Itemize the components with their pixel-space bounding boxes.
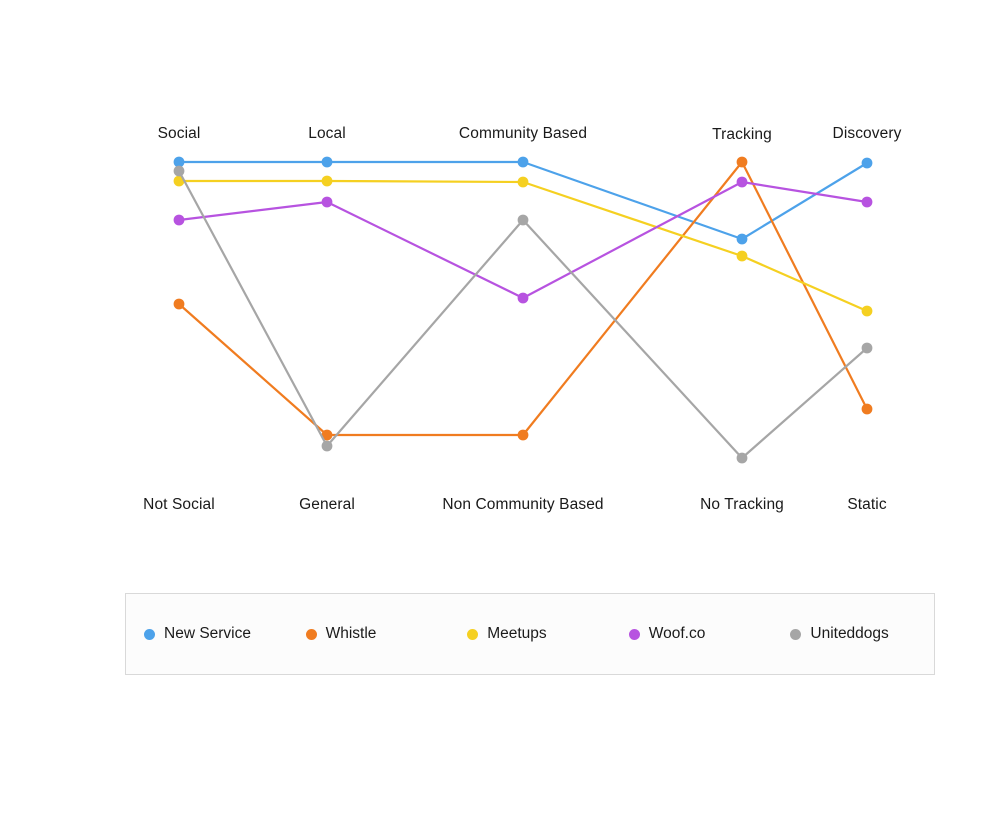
legend-item-whistle[interactable]: Whistle (288, 625, 450, 643)
data-point[interactable] (173, 298, 185, 310)
axis-bottom-label-1: Not Social (143, 496, 215, 513)
axis-bottom-label-3: Non Community Based (442, 496, 604, 513)
legend-item-woof-co[interactable]: Woof.co (611, 625, 773, 643)
series-line (177, 180, 869, 300)
legend-swatch-icon (790, 628, 802, 640)
data-point[interactable] (321, 175, 333, 187)
data-point[interactable] (861, 403, 873, 415)
chart-legend: New Service Whistle Meetups Woof.co Uniteddo… (125, 593, 935, 675)
data-point[interactable] (861, 196, 873, 208)
axis-bottom-label-2: General (299, 496, 355, 513)
data-point[interactable] (736, 176, 748, 188)
data-point[interactable] (736, 233, 748, 245)
legend-swatch-icon (628, 628, 640, 640)
legend-swatch-icon (305, 628, 317, 640)
data-point[interactable] (517, 214, 529, 226)
axis-top-label-2: Local (308, 125, 346, 142)
data-point[interactable] (321, 429, 333, 441)
legend-swatch-icon (467, 628, 479, 640)
data-point[interactable] (321, 196, 333, 208)
data-point[interactable] (173, 156, 185, 168)
legend-label: Woof.co (648, 625, 706, 642)
data-point[interactable] (861, 342, 873, 354)
legend-swatch-icon (144, 628, 155, 640)
data-point[interactable] (517, 156, 529, 168)
legend-item-meetups[interactable]: Meetups (449, 625, 611, 643)
axis-bottom-label-4: No Tracking (700, 496, 784, 513)
series-line (177, 179, 869, 313)
axis-top-label-1: Social (157, 125, 201, 142)
data-point[interactable] (861, 305, 873, 317)
series-new-service[interactable] (173, 156, 873, 245)
axis-top-label-5: Discovery (832, 125, 902, 142)
legend-item-new-service[interactable]: New Service (126, 625, 288, 643)
data-point[interactable] (861, 157, 873, 169)
series-layer (173, 156, 873, 464)
data-point[interactable] (517, 429, 529, 441)
legend-label: Meetups (487, 625, 547, 642)
data-point[interactable] (321, 440, 333, 452)
data-point[interactable] (173, 214, 185, 226)
axis-top-label-3: Community Based (458, 125, 588, 142)
series-whistle[interactable] (173, 156, 873, 441)
series-uniteddogs[interactable] (173, 165, 873, 464)
data-point[interactable] (173, 165, 185, 177)
series-woof-co[interactable] (173, 176, 873, 304)
data-point[interactable] (736, 452, 748, 464)
legend-item-uniteddogs[interactable]: Uniteddogs (772, 625, 934, 643)
data-point[interactable] (517, 292, 529, 304)
legend-label: Whistle (325, 625, 377, 642)
axis-bottom-label-5: Static (847, 496, 887, 513)
data-point[interactable] (517, 176, 529, 188)
series-line (177, 169, 869, 460)
data-point[interactable] (736, 156, 748, 168)
legend-label: New Service (164, 625, 251, 642)
series-line (177, 160, 869, 241)
data-point[interactable] (736, 250, 748, 262)
legend-label: Uniteddogs (810, 625, 889, 642)
axis-top-label-4: Tracking (712, 126, 772, 143)
data-point[interactable] (321, 156, 333, 168)
